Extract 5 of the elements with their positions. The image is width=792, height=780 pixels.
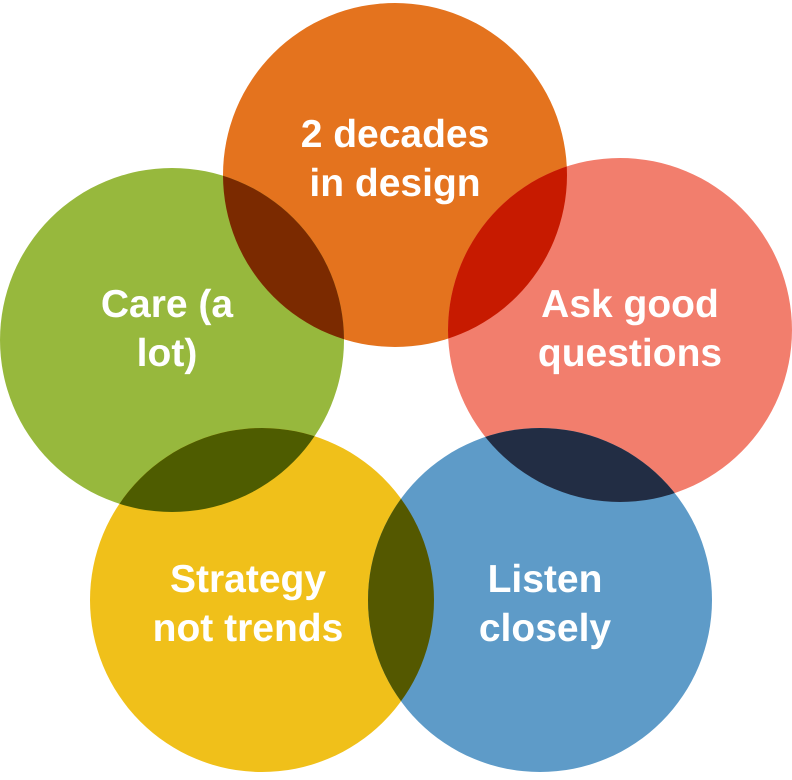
circle-label: Listen closely xyxy=(465,556,625,654)
circle-label: Ask good questions xyxy=(522,281,738,378)
circle-label: Care (a lot) xyxy=(97,281,237,378)
circle-label: 2 decades in design xyxy=(288,111,502,208)
circle-label: Strategy not trends xyxy=(140,556,356,654)
